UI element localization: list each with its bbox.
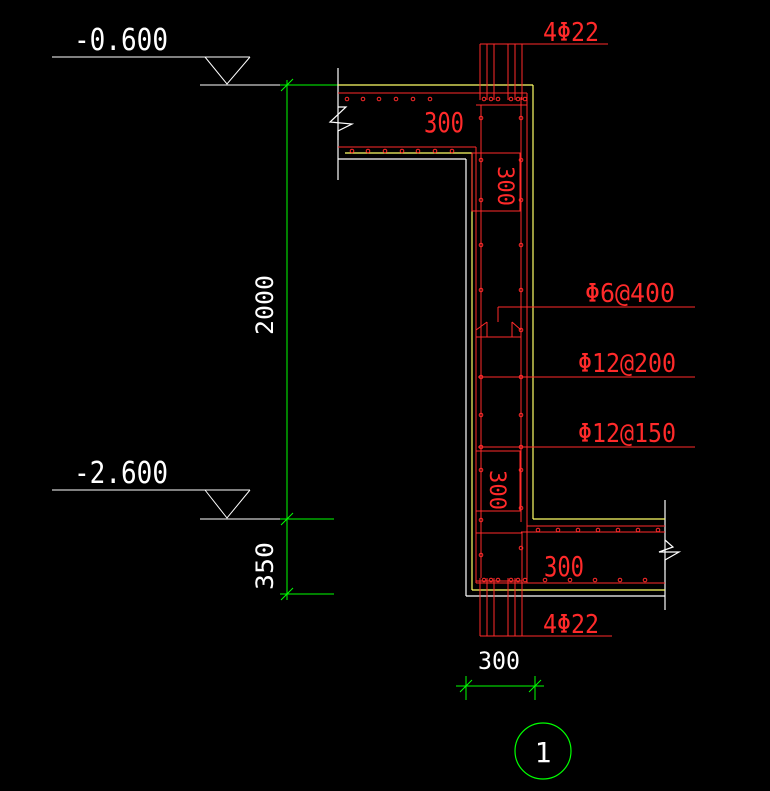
level-marker-bottom <box>52 489 285 520</box>
section-label-top-slab: 300 <box>424 106 464 139</box>
section-label-wall-upper: 300 <box>492 166 517 206</box>
rebar-dots <box>344 96 661 583</box>
rebar-label-horizontal-1: Φ12@200 <box>578 349 676 379</box>
detail-marker-number: 1 <box>535 736 552 769</box>
vertical-dimension-chain <box>280 78 338 601</box>
rebar-label-bottom: 4Φ22 <box>543 610 599 640</box>
dimension-wall-width: 300 <box>478 647 520 675</box>
section-label-wall-lower: 300 <box>484 470 509 510</box>
level-label-bottom: -2.600 <box>74 456 168 491</box>
level-marker-top <box>52 56 338 86</box>
level-label-top: -0.600 <box>74 23 168 58</box>
rebar-label-stirrup: Φ6@400 <box>585 279 675 309</box>
dimension-footing: 350 <box>251 542 279 590</box>
structure-outline <box>328 68 682 610</box>
dimension-height: 2000 <box>251 275 279 335</box>
rebar-label-top: 4Φ22 <box>543 18 599 48</box>
detail-marker-circle <box>514 722 572 780</box>
reinforcement <box>338 43 695 637</box>
rebar-label-horizontal-2: Φ12@150 <box>578 419 676 449</box>
section-label-bottom-slab: 300 <box>544 550 584 583</box>
horizontal-dimension <box>456 676 544 700</box>
